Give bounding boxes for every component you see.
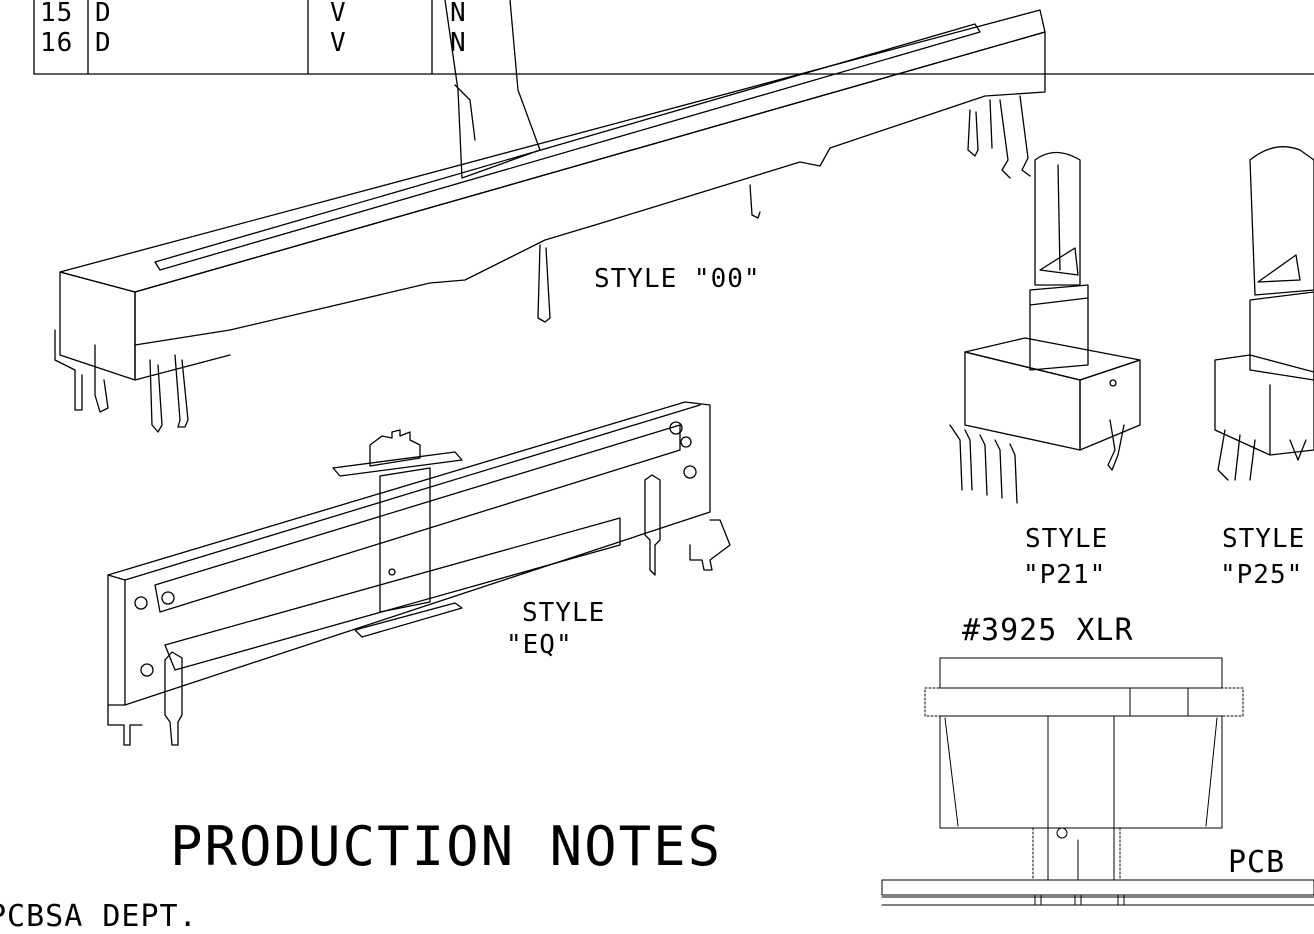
spec-table-grid (33, 0, 1314, 75)
style-p21-pot-drawing (949, 151, 1141, 504)
row-16-number: 16 (40, 28, 74, 58)
style-p21-label-line1: STYLE (1025, 524, 1109, 554)
xlr-title: #3925 XLR (962, 613, 1134, 648)
row-16-col1: D (95, 28, 112, 58)
style-eq-fader-drawing (107, 401, 731, 746)
row-15-col3: N (450, 0, 467, 28)
pcb-label: PCB (1228, 845, 1286, 880)
production-notes-heading: PRODUCTION NOTES (170, 815, 723, 878)
row-15-number: 15 (40, 0, 74, 28)
style-p25-label-line2: "P25" (1220, 560, 1304, 590)
dept-label: PCBSA DEPT. (0, 899, 198, 934)
style-p25-label-line1: STYLE (1222, 524, 1306, 554)
style-p21-label-line2: "P21" (1023, 560, 1107, 590)
row-15-col2: V (330, 0, 347, 28)
xlr-connector-drawing (881, 657, 1314, 906)
row-16-col2: V (330, 28, 347, 58)
row-16-col3: N (450, 28, 467, 58)
style-00-label: STYLE "00" (594, 264, 761, 294)
row-15-col1: D (95, 0, 112, 28)
style-00-fader-drawing (54, 0, 1046, 433)
style-eq-label-line1: STYLE (522, 598, 606, 628)
style-p25-pot-drawing (1214, 146, 1314, 481)
style-eq-label-line2: "EQ" (506, 630, 573, 660)
